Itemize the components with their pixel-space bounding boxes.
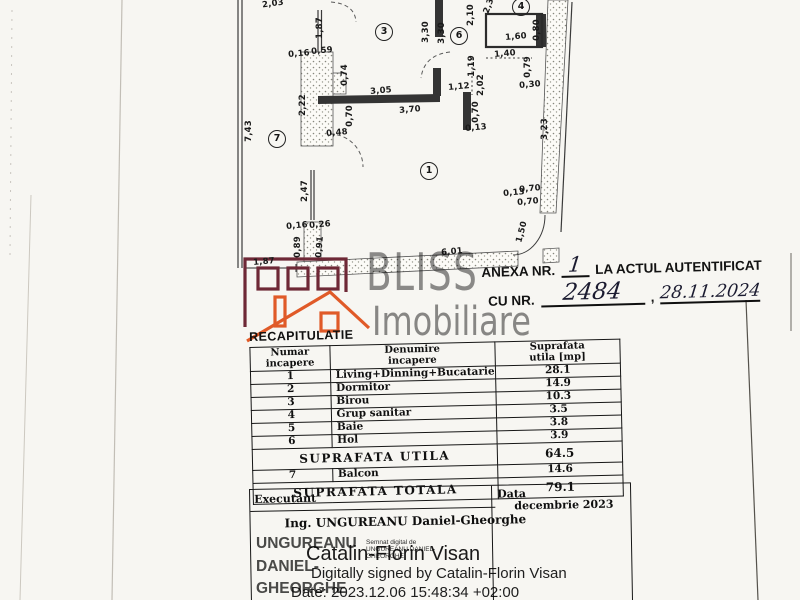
scan-edge-line — [111, 0, 123, 600]
annex-handwritten-number: 1 — [567, 252, 584, 277]
annex-number-underline: 1 — [560, 252, 590, 278]
annex-nr-label: ANEXA NR. — [481, 263, 556, 280]
signature-certificate-name: UNGUREANU DANIEL- GHEORGHE — [256, 533, 357, 600]
signature-date: Date: 2023.12.06 15:48:34 +02:00 — [291, 584, 520, 600]
date-value: decembrie 2023 — [514, 497, 614, 513]
executant-label: Executant — [250, 485, 496, 512]
signature-gray-line: GHEORGHE — [256, 580, 347, 597]
signature-gray-line: UNGUREANU — [256, 535, 357, 552]
interior-walls — [318, 0, 546, 130]
signature-tiny-line: GHEORGHE — [366, 553, 404, 560]
scan-edge-line-2 — [19, 194, 32, 600]
annex-handwritten-act-number: 2484 — [561, 278, 624, 306]
door-arc-solid — [512, 214, 546, 256]
balcony-outer-wall — [237, 0, 243, 268]
signature-tiny-line: Semnat digital de — [366, 539, 417, 546]
logo-text-bliss: BLISS — [366, 243, 479, 303]
scan-speckle-line — [9, 9, 13, 256]
page-fold-line — [745, 299, 759, 600]
annex-act-number-underline: 2484 — [540, 278, 645, 308]
door-arcs-dashed — [329, 1, 451, 168]
engineer-name: Ing. UNGUREANU Daniel-Gheorghe — [284, 512, 527, 531]
masonry-walls — [296, 0, 569, 278]
dotted-partitions — [471, 57, 532, 95]
signature-name: Catalin-Florin Visan — [306, 543, 481, 565]
logo-text-imobiliare: Imobiliare — [372, 299, 531, 345]
signature-digitally-signed: Digitally signed by Catalin-Florin Visan — [311, 565, 567, 582]
annex-separator: , — [650, 289, 655, 305]
signature-tiny-line: UNGUREANU DANIEL- — [366, 546, 436, 553]
annex-cu-nr-label: CU NR. — [487, 292, 535, 309]
annex-act-label: LA ACTUL AUTENTIFICAT — [594, 257, 763, 278]
signature-gray-line: DANIEL- — [256, 557, 319, 575]
annex-date-underline: 28.11.2024 — [659, 280, 762, 305]
thin-partition-walls — [310, 1, 573, 233]
annex-note: ANEXA NR. 1 LA ACTUL AUTENTIFICAT CU NR.… — [481, 250, 767, 309]
logo-house-icon — [243, 257, 348, 327]
annex-handwritten-date: 28.11.2024 — [659, 280, 762, 303]
storage-room-walls — [484, 12, 544, 49]
logo-roof-icon — [246, 290, 371, 343]
